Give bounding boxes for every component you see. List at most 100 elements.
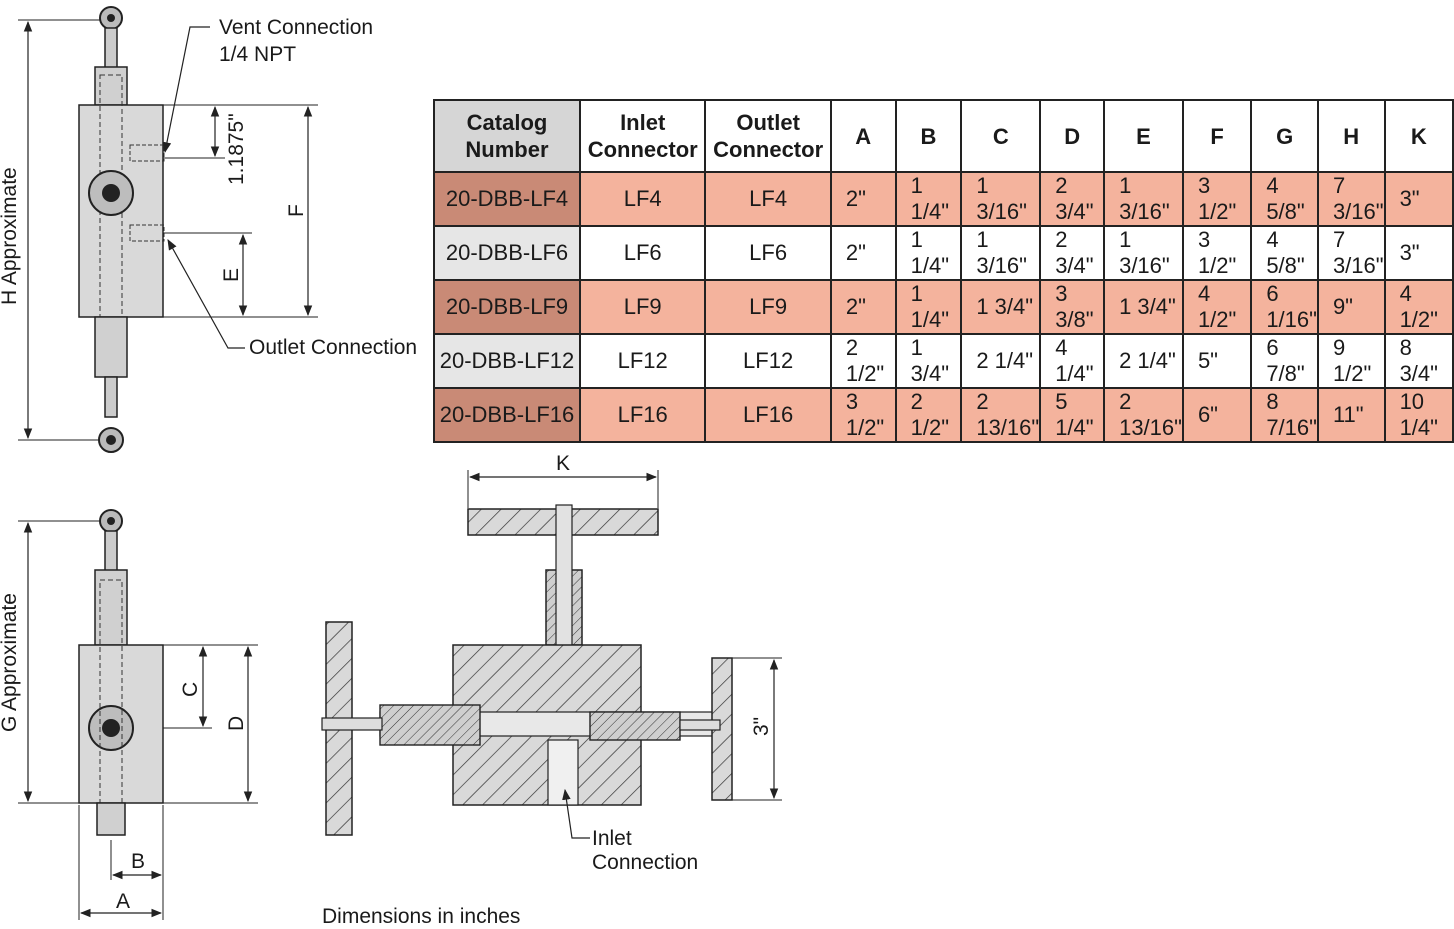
header-c: C	[960, 99, 1042, 173]
dimension-cell: 1 3/16"	[960, 171, 1042, 227]
dimension-cell: 1 3/4"	[1103, 279, 1184, 335]
outlet-label: Outlet Connection	[249, 336, 417, 359]
dimension-cell: 3"	[1383, 171, 1454, 227]
connector-cell: LF4	[704, 171, 832, 227]
dimension-cell: 2"	[829, 279, 897, 335]
dimension-cell: 8 7/16"	[1250, 387, 1319, 443]
dimension-cell: 3 1/2"	[1181, 171, 1253, 227]
dimension-cell: 1 3/16"	[1103, 225, 1184, 281]
dimension-cell: 10 1/4"	[1383, 387, 1454, 443]
connector-cell: LF12	[704, 333, 832, 389]
dimension-cell: 2 3/4"	[1039, 171, 1106, 227]
dimension-cell: 2 1/4"	[1103, 333, 1184, 389]
dimension-cell: 1 3/4"	[894, 333, 963, 389]
connector-cell: LF6	[578, 225, 707, 281]
dimension-cell: 2 1/4"	[960, 333, 1042, 389]
dim-k-label: K	[556, 452, 570, 475]
dimension-cell: 2 1/2"	[829, 333, 897, 389]
dimension-cell: 9"	[1316, 279, 1386, 335]
dimension-cell: 1 1/4"	[894, 225, 963, 281]
dimension-cell: 1 3/4"	[960, 279, 1042, 335]
header-a: A	[829, 99, 897, 173]
dimension-cell: 2"	[829, 225, 897, 281]
dimension-cell: 1 3/16"	[960, 225, 1042, 281]
inlet-label-1: Inlet	[592, 827, 632, 850]
header-k: K	[1383, 99, 1454, 173]
dimension-cell: 5 1/4"	[1039, 387, 1106, 443]
connector-cell: LF16	[578, 387, 707, 443]
dimension-cell: 1 3/16"	[1103, 171, 1184, 227]
dimension-cell: 7 3/16"	[1316, 225, 1386, 281]
connector-cell: LF6	[704, 225, 832, 281]
dimension-cell: 3"	[1383, 225, 1454, 281]
dim-e-label: E	[220, 268, 243, 282]
dimension-cell: 1 1/4"	[894, 171, 963, 227]
dimension-cell: 4 5/8"	[1250, 225, 1319, 281]
catalog-number-cell: 20-DBB-LF4	[433, 171, 581, 227]
dimension-cell: 3 1/2"	[829, 387, 897, 443]
side-view	[18, 509, 258, 920]
dimension-cell: 4 1/2"	[1383, 279, 1454, 335]
dimension-cell: 7 3/16"	[1316, 171, 1386, 227]
front-view	[18, 6, 318, 453]
g-approx-label: G Approximate	[0, 593, 21, 732]
dim-c-label: C	[179, 682, 202, 697]
dim-1875-label: 1.1875"	[225, 113, 248, 185]
section-view	[321, 470, 782, 839]
catalog-number-cell: 20-DBB-LF6	[433, 225, 581, 281]
connector-cell: LF16	[704, 387, 832, 443]
caption: Dimensions in inches	[322, 905, 521, 928]
header-h: H	[1316, 99, 1386, 173]
dimension-cell: 2 1/2"	[894, 387, 963, 443]
dimension-cell: 5"	[1181, 333, 1253, 389]
catalog-number-cell: 20-DBB-LF9	[433, 279, 581, 335]
inlet-label-2: Connection	[592, 851, 698, 874]
connector-cell: LF4	[578, 171, 707, 227]
dim-d-label: D	[225, 716, 248, 731]
dimension-cell: 2 13/16"	[1103, 387, 1184, 443]
catalog-number-cell: 20-DBB-LF16	[433, 387, 581, 443]
vent-label-2: 1/4 NPT	[219, 43, 296, 66]
dim-a-label: A	[116, 890, 130, 913]
dimension-cell: 4 5/8"	[1250, 171, 1319, 227]
dimension-cell: 11"	[1316, 387, 1386, 443]
dimension-cell: 3 3/8"	[1039, 279, 1106, 335]
dimension-cell: 8 3/4"	[1383, 333, 1454, 389]
dimension-cell: 3 1/2"	[1181, 225, 1253, 281]
vent-label-1: Vent Connection	[219, 16, 373, 39]
h-approx-label: H Approximate	[0, 167, 21, 305]
connector-cell: LF9	[578, 279, 707, 335]
dimension-cell: 4 1/4"	[1039, 333, 1106, 389]
dimension-cell: 6 7/8"	[1250, 333, 1319, 389]
header-g: G	[1250, 99, 1319, 173]
dim-3-label: 3"	[750, 717, 773, 736]
header-e: E	[1103, 99, 1184, 173]
catalog-number-cell: 20-DBB-LF12	[433, 333, 581, 389]
dimension-cell: 6"	[1181, 387, 1253, 443]
dim-f-label: F	[285, 204, 308, 217]
dimension-cell: 2 3/4"	[1039, 225, 1106, 281]
header-f: F	[1181, 99, 1253, 173]
connector-cell: LF9	[704, 279, 832, 335]
header-d: D	[1039, 99, 1106, 173]
dimension-cell: 9 1/2"	[1316, 333, 1386, 389]
dimension-cell: 2 13/16"	[960, 387, 1042, 443]
dim-b-label: B	[131, 850, 145, 873]
dimension-cell: 4 1/2"	[1181, 279, 1253, 335]
dimension-cell: 2"	[829, 171, 897, 227]
dimension-cell: 1 1/4"	[894, 279, 963, 335]
connector-cell: LF12	[578, 333, 707, 389]
header-b: B	[894, 99, 963, 173]
